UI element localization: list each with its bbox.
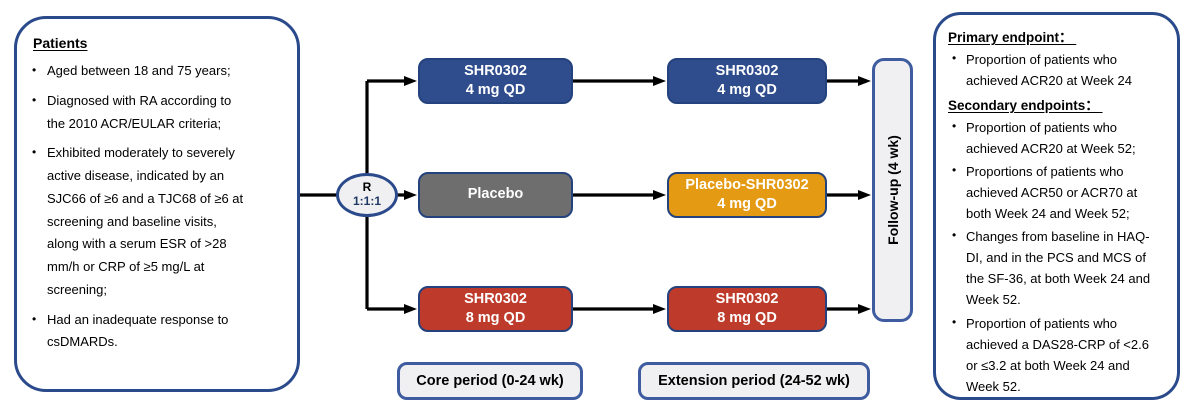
arm-label-line1: SHR0302 bbox=[715, 290, 779, 307]
extension-arm-shr0302-8mg: SHR0302 8 mg QD bbox=[667, 286, 827, 332]
arm-label-line2: 8 mg QD bbox=[717, 310, 777, 326]
patients-criterion: Exhibited moderately to severely active … bbox=[29, 142, 252, 301]
primary-endpoint-heading: Primary endpoint： bbox=[948, 30, 1077, 45]
arm-label-line2: 4 mg QD bbox=[717, 196, 777, 212]
arm-label-line1: SHR0302 bbox=[464, 290, 527, 307]
patients-criterion: Had an inadequate response to csDMARDs. bbox=[29, 309, 252, 355]
secondary-endpoints-list: Proportion of patients who achieved ACR2… bbox=[946, 117, 1177, 397]
arm-label-line1: Placebo-SHR0302 bbox=[685, 176, 809, 193]
arrowhead-icons bbox=[404, 76, 871, 314]
patients-criteria-panel: Patients Aged between 18 and 75 years; D… bbox=[14, 16, 300, 392]
secondary-endpoint-item: Changes from baseline in HAQ-DI, and in … bbox=[946, 226, 1159, 310]
secondary-endpoint-item: Proportion of patients who achieved a DA… bbox=[946, 313, 1159, 397]
extension-arm-shr0302-4mg: SHR0302 4 mg QD bbox=[667, 58, 827, 104]
patients-criteria-list: Aged between 18 and 75 years; Diagnosed … bbox=[29, 60, 297, 354]
patients-criterion: Diagnosed with RA according to the 2010 … bbox=[29, 90, 252, 136]
arm-label-line2: 8 mg QD bbox=[465, 310, 526, 326]
secondary-endpoint-item: Proportion of patients who achieved ACR2… bbox=[946, 117, 1159, 159]
extension-period-label: Extension period (24-52 wk) bbox=[638, 362, 870, 400]
arm-label-line1: Placebo bbox=[467, 186, 524, 203]
secondary-endpoint-item: Proportions of patients who achieved ACR… bbox=[946, 161, 1159, 224]
core-arm-shr0302-4mg: SHR0302 4 mg QD bbox=[418, 58, 573, 104]
primary-endpoint-item: Proportion of patients who achieved ACR2… bbox=[946, 49, 1159, 91]
randomization-node: R 1:1:1 bbox=[336, 173, 398, 217]
core-period-label: Core period (0-24 wk) bbox=[397, 362, 583, 400]
randomization-label: R bbox=[362, 180, 372, 195]
patients-criterion: Aged between 18 and 75 years; bbox=[29, 60, 252, 83]
arm-label-line2: 4 mg QD bbox=[717, 82, 777, 98]
core-arm-shr0302-8mg: SHR0302 8 mg QD bbox=[418, 286, 573, 332]
followup-label: Follow-up (4 wk) bbox=[884, 135, 901, 245]
arm-label-line2: 4 mg QD bbox=[465, 82, 526, 98]
arm-label-line1: SHR0302 bbox=[464, 62, 527, 79]
secondary-endpoints-heading: Secondary endpoints： bbox=[948, 98, 1103, 114]
primary-endpoint-list: Proportion of patients who achieved ACR2… bbox=[946, 49, 1177, 91]
extension-arm-placebo-shr0302-4mg: Placebo-SHR0302 4 mg QD bbox=[667, 172, 827, 218]
randomization-ratio: 1:1:1 bbox=[352, 194, 381, 208]
followup-box: Follow-up (4 wk) bbox=[872, 58, 913, 322]
core-arm-placebo: Placebo bbox=[418, 172, 573, 218]
patients-panel-title: Patients bbox=[33, 35, 88, 51]
endpoints-panel: Primary endpoint： Proportion of patients… bbox=[933, 12, 1180, 400]
arm-label-line1: SHR0302 bbox=[715, 62, 779, 79]
